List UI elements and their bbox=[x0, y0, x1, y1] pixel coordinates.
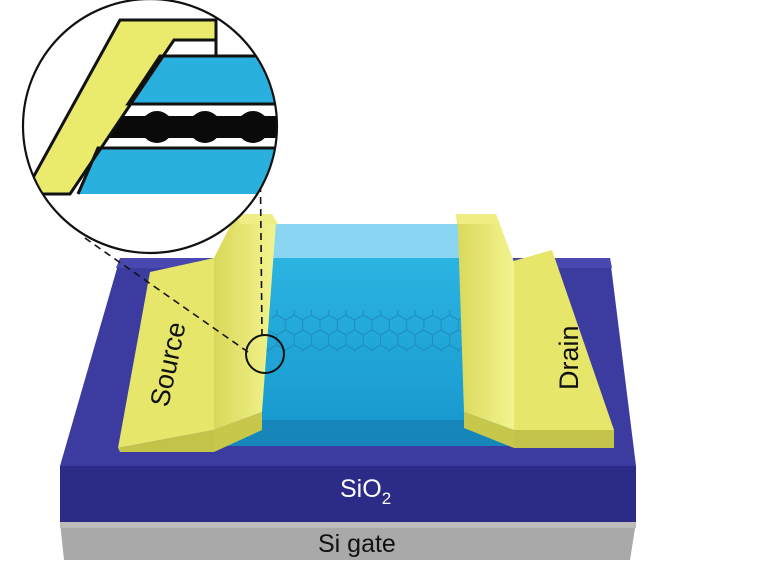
zoom-inset bbox=[21, 0, 279, 255]
sio2-label: SiO2 bbox=[340, 475, 391, 508]
carbon-atom-3 bbox=[237, 111, 269, 143]
drain-label: Drain bbox=[554, 325, 584, 390]
si-gate-label: Si gate bbox=[318, 530, 396, 558]
drain-electrode bbox=[456, 214, 614, 448]
graphene-lattice-icon bbox=[262, 310, 484, 352]
zoom-indicator bbox=[81, 139, 285, 374]
carbon-atom-1 bbox=[141, 111, 173, 143]
hbn-stack bbox=[184, 224, 548, 446]
si-gate-layer bbox=[60, 522, 636, 560]
source-electrode bbox=[118, 214, 278, 452]
magnifier-circle-icon bbox=[245, 334, 285, 374]
sio2-label-main: SiO bbox=[340, 475, 382, 503]
carbon-atom-2 bbox=[189, 111, 221, 143]
sio2-label-sub: 2 bbox=[382, 489, 391, 508]
